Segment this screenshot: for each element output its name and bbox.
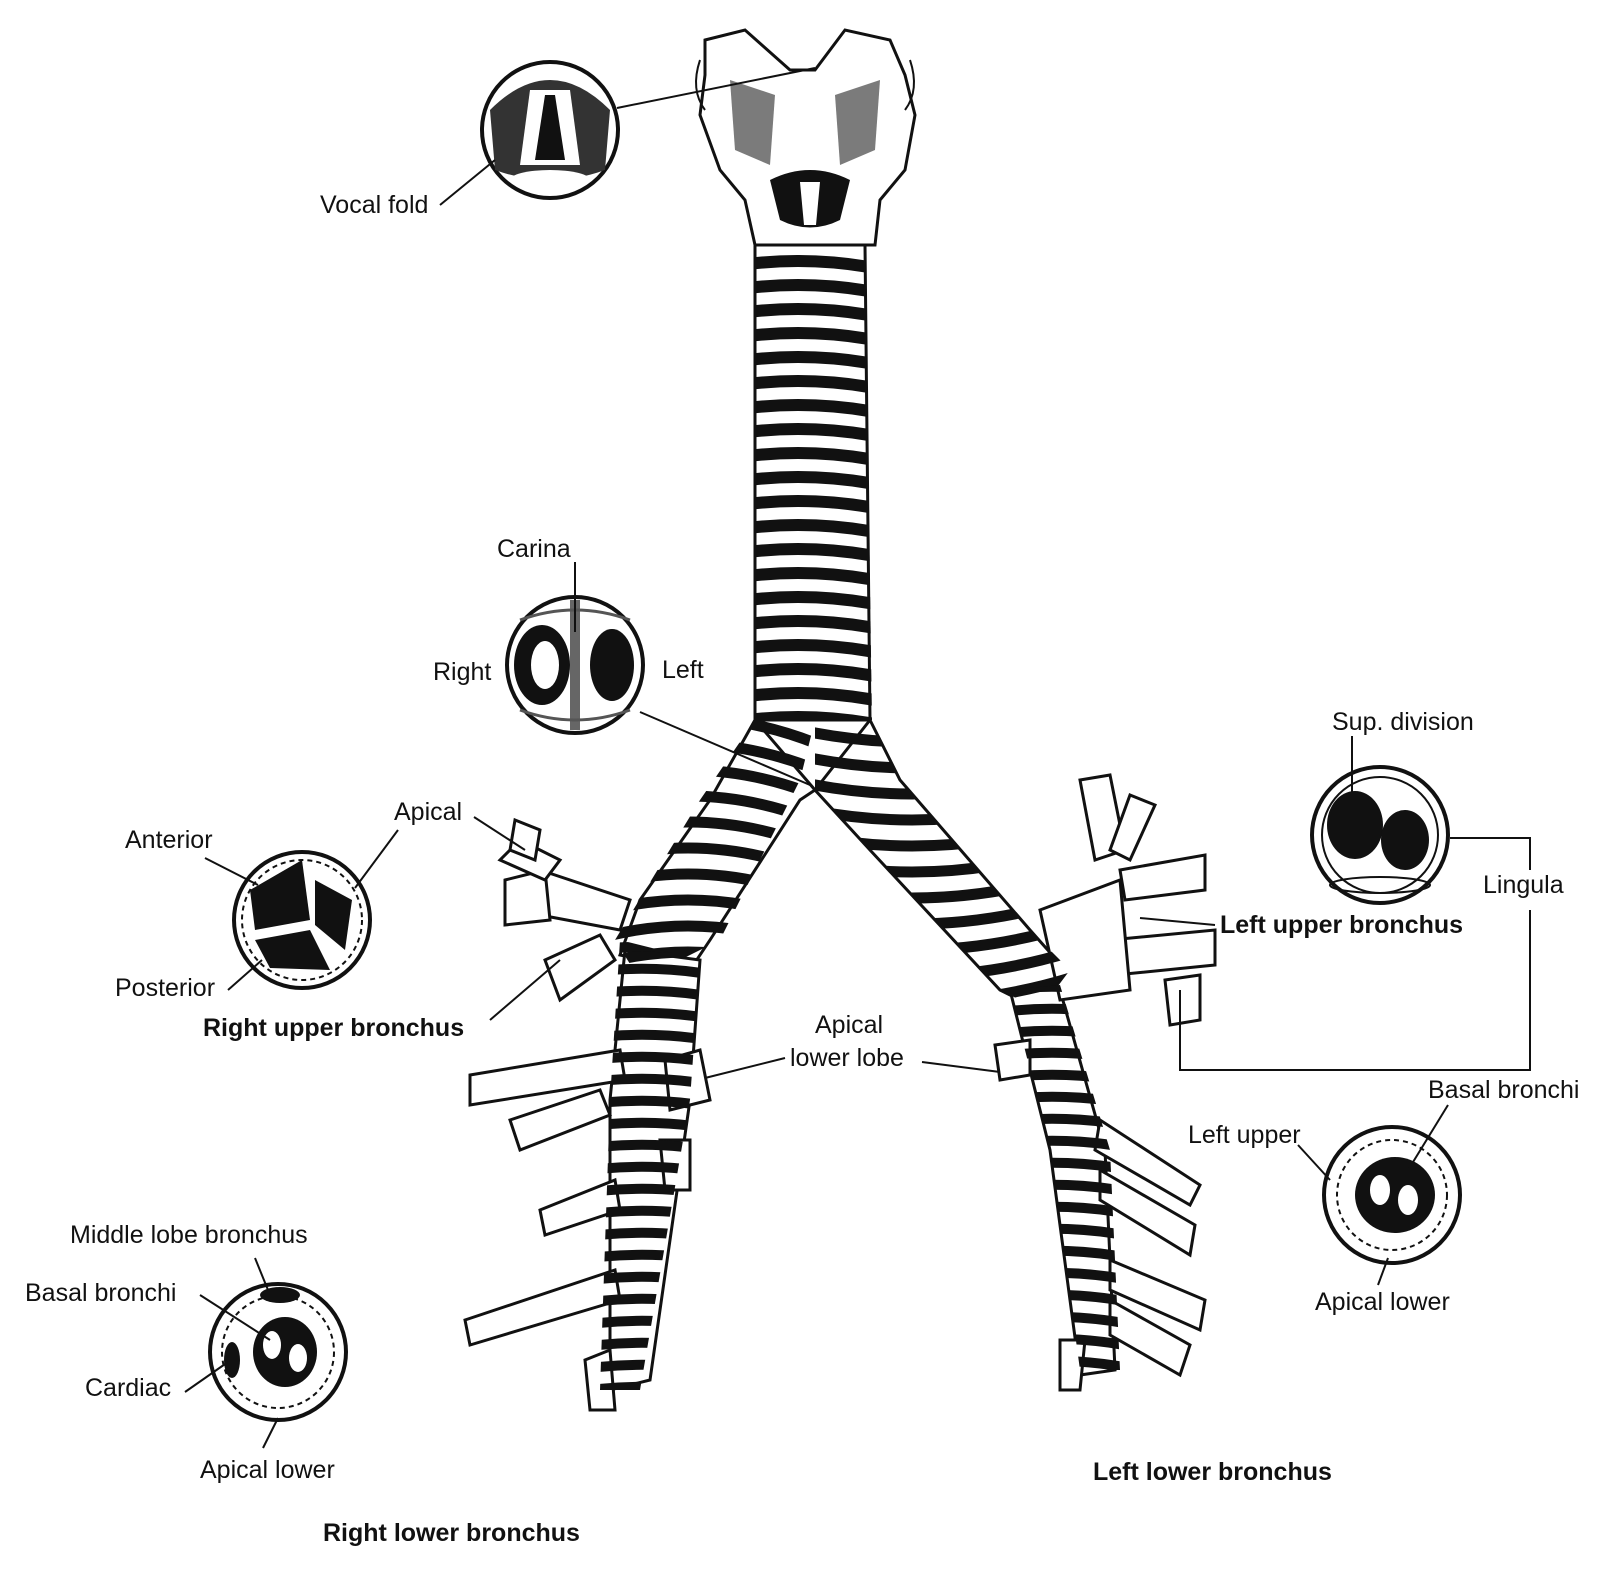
cartilage-ring [755,519,872,540]
apical-lower-lobe-label-line2: lower lobe [790,1044,904,1072]
anterior-label: Anterior [125,826,213,854]
left-upper-leader [1297,1144,1331,1181]
lingula-bracket-lower [1179,910,1531,1071]
apical-lower-right-leader [262,1417,279,1449]
vocal-fold-inset [480,60,620,200]
cardiac-leader [184,1361,229,1393]
lingula-bracket [1450,837,1531,870]
cartilage-ring [755,615,872,636]
carina-tree-leader [639,711,811,786]
cartilage-ring [600,1359,700,1377]
cartilage-ring [755,711,872,720]
cartilage-ring [1010,1289,1120,1307]
left-upper-label: Left upper [1188,1121,1301,1149]
cardiac-label: Cardiac [85,1374,171,1402]
left-lower-bronchus-label: Left lower bronchus [1093,1458,1332,1486]
vocal-fold-leader [616,67,816,109]
carina-label: Carina [497,535,571,563]
middle-lobe-leader [254,1257,269,1291]
right-upper-inset [232,850,372,990]
vocal-fold-label-leader [439,159,496,206]
cartilage-ring [600,1293,700,1311]
cartilage-ring [755,471,872,492]
left-upper-bronchus-leader [1139,917,1216,926]
lingula-label: Lingula [1483,871,1564,899]
posterior-leader [227,959,263,991]
vocal-fold-label: Vocal fold [320,191,428,219]
cartilage-ring [755,687,872,708]
right-lower-bronchus-label: Right lower bronchus [323,1519,580,1547]
right-upper-leader [489,959,561,1021]
left-lower-inset [1322,1125,1462,1265]
cartilage-ring [755,543,872,564]
apical-lower-left-label: Apical lower [1315,1288,1450,1316]
cartilage-ring [1010,1267,1120,1285]
apical-lower-lobe-left-leader [921,1061,1001,1073]
cartilage-ring [755,639,872,660]
middle-lobe-bronchus-label: Middle lobe bronchus [70,1221,308,1249]
apical-lower-lobe-label-line1: Apical [815,1011,883,1039]
apical-label: Apical [394,798,462,826]
left-upper-inset [1310,765,1450,905]
cartilage-ring [600,1271,700,1289]
cartilage-ring [755,591,872,612]
basal-bronchi-right-label: Basal bronchi [25,1279,176,1307]
anterior-leader [204,857,259,886]
sup-division-label: Sup. division [1332,708,1474,736]
larynx [695,28,917,247]
posterior-label: Posterior [115,974,215,1002]
apical-lower-lobe-right-leader [704,1057,786,1079]
right-lower-inset [208,1282,348,1422]
cartilage-ring [755,663,872,684]
basal-bronchi-right-leader [199,1294,271,1341]
carina-inset [505,595,645,735]
basal-bronchi-left-label: Basal bronchi [1428,1076,1579,1104]
apical-lower-right-label: Apical lower [200,1456,335,1484]
cartilage-ring [755,495,872,516]
apical-lower-left-leader [1377,1257,1389,1286]
carina-right-label: Right [433,658,491,686]
cartilage-ring [615,720,815,751]
right-upper-bronchus-label: Right upper bronchus [203,1014,464,1042]
apical-branch-leader [473,816,526,851]
cartilage-ring [755,567,872,588]
left-upper-bronchus-label: Left upper bronchus [1220,911,1463,939]
apical-leader [354,829,399,889]
basal-bronchi-left-leader [1401,1104,1449,1181]
cartilage-ring [1010,1311,1120,1329]
carina-left-label: Left [662,656,704,684]
